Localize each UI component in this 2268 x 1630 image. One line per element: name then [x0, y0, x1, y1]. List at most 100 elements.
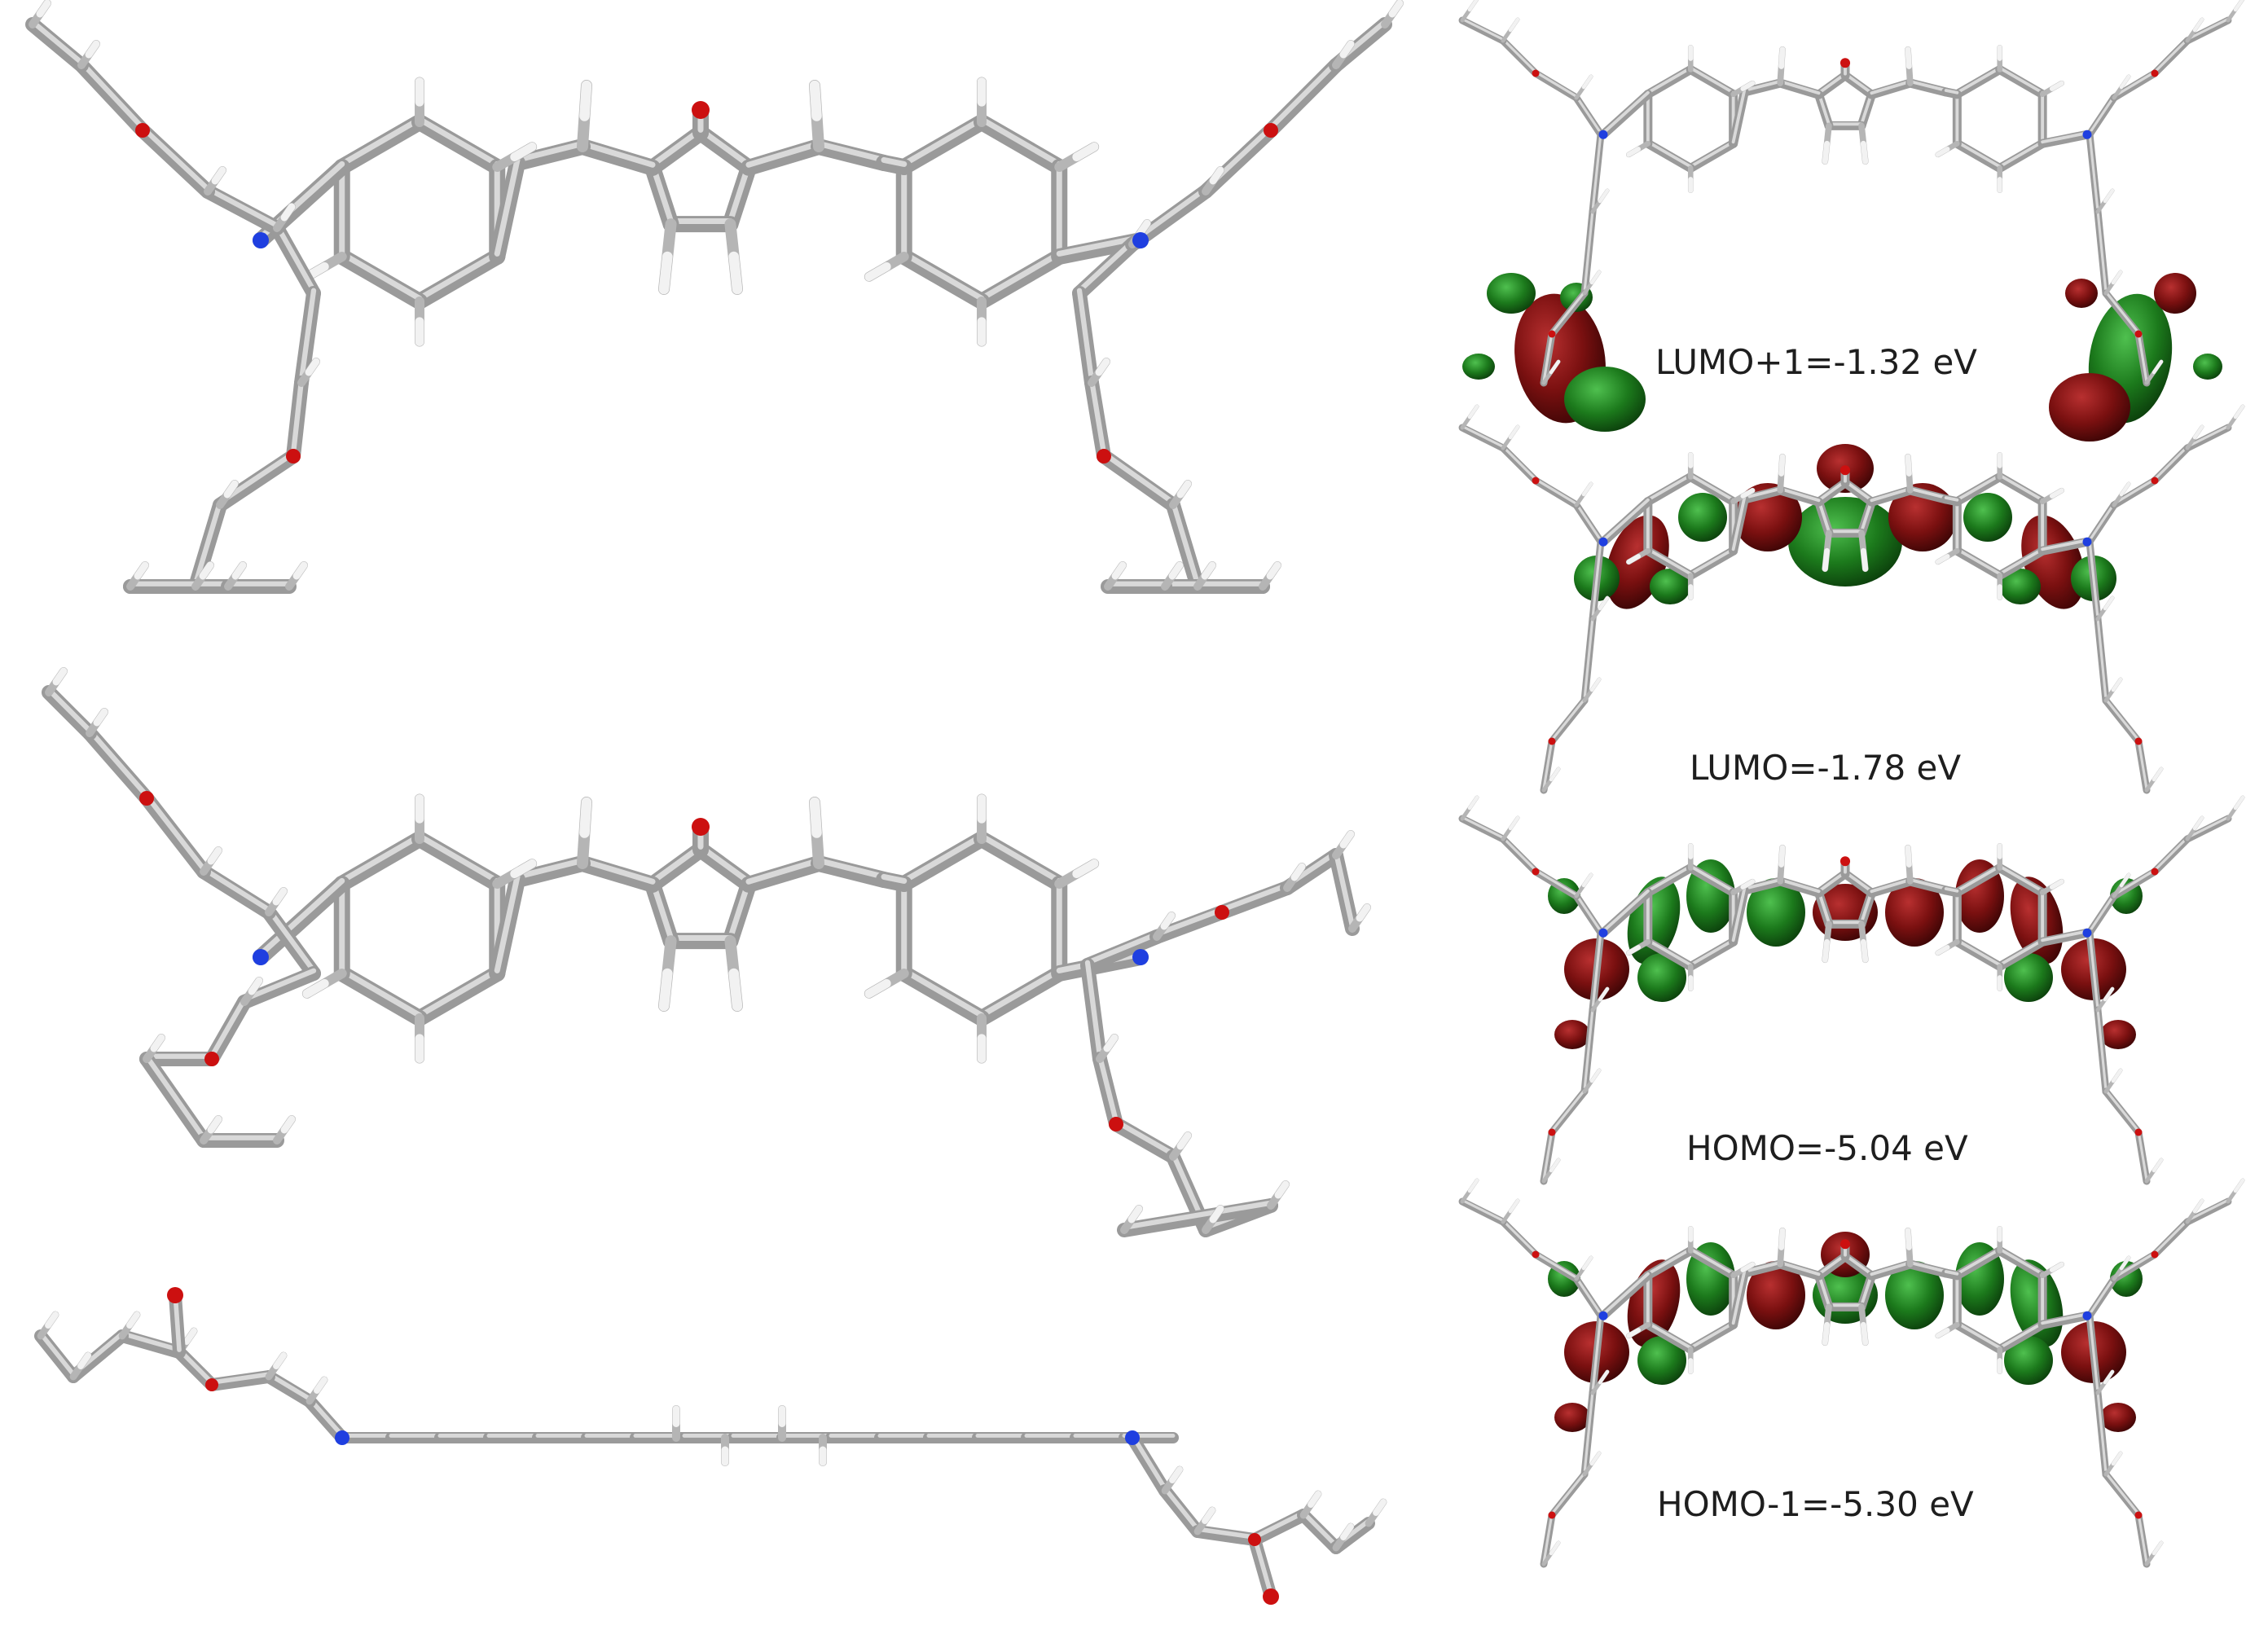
lumo-plus-1-lobe [1487, 273, 1536, 314]
mid-phenyl-bond-shine [416, 967, 500, 1018]
homo-minus-1-arm-lr-chain-h-tip [2103, 1369, 2115, 1385]
lumo-mol-cp-h-tip [1860, 547, 1869, 572]
lumo-plus-1-arm-ul-chain-bond-shine [1501, 37, 1537, 73]
top-right-lower-chain-bond-shine [1088, 377, 1107, 456]
top-right-upper-chain-bond-shine [1268, 59, 1339, 130]
side-left-chain-chain-h-tip [126, 1311, 140, 1329]
lumo-arm-ur-ester-oxygen [2151, 477, 2159, 485]
homo-minus-1-mol-cp-bond-shine [1817, 1253, 1847, 1276]
side-right-carbonyl-bond-shine [1252, 1535, 1273, 1597]
lumo-arm-lr-chain-h-tip [2152, 767, 2164, 782]
homo-mol-phenyl-h-tip [1935, 945, 1950, 956]
homo-arm-ul-chain-h-tip [1467, 795, 1479, 811]
lumo-plus-1-mol-carbonyl-oxygen [1839, 58, 1851, 68]
side-left-chain-chain-h-tip [314, 1377, 327, 1394]
side-right-chain-chain-bond-shine [1195, 1527, 1257, 1540]
lumo-plus-1-mol-phenyl-bond-shine [1646, 140, 1693, 169]
top-right-lower-chain-bond-shine [1101, 450, 1176, 505]
lumo-lobe [1678, 493, 1727, 542]
mid-phenyl-bond-shine [416, 833, 500, 884]
side-left-chain-chain-h-tip [77, 1352, 91, 1369]
lumo-plus-1-arm-lr-chain-bond-shine [2088, 131, 2099, 212]
lumo-plus-1-mol-phenyl-h-tip [1626, 147, 1642, 157]
homo-minus-1-mol-phenyl-h-tip [1740, 1262, 1756, 1272]
lumo-arm-ul-chain-bond-shine [1534, 477, 1578, 505]
homo-minus-1-mol-amine-bond-shine [1602, 1272, 1650, 1316]
homo-minus-1-arm-ur-chain-h-tip [2192, 1198, 2204, 1214]
mid-phenyl-h-tip [302, 978, 329, 999]
mid-vinyl-bond-shine [579, 857, 656, 885]
lumo-lobe [1788, 497, 1902, 587]
homo-minus-1-arm-ll-chain-bond-shine [1542, 1512, 1554, 1564]
lumo-plus-1-mol-phenyl-h-tip [1740, 81, 1756, 91]
top-phenyl-h-tip [510, 142, 537, 162]
top-right-lower-chain-h-tip [1201, 561, 1216, 580]
side-left-chain-chain-h-tip [273, 1352, 287, 1369]
mid-phenyl-h-tip [864, 978, 891, 999]
homo-mol-phenyl-bond-shine [1955, 864, 2002, 893]
homo-mol-phenyl-h-tip [1740, 879, 1756, 890]
homo-arm-ll-chain-h-tip [1549, 1158, 1561, 1173]
lumo-arm-ul-chain-h-tip [1508, 424, 1520, 440]
mid-vinyl-bond-shine [514, 857, 586, 880]
homo-minus-1-mol-amine-bond [2037, 1311, 2092, 1329]
top-vinyl-bond-shine [745, 140, 822, 168]
mid-left-lower-chain-h-tip [207, 1115, 222, 1134]
lumo-plus-1-lobe [1564, 367, 1646, 432]
lumo-plus-1-arm-ll-chain-bond-shine [1591, 131, 1602, 212]
homo-minus-1-mol-phenyl-h-tip [1935, 1328, 1950, 1338]
lumo-plus-1-lobe [2049, 373, 2130, 442]
mid-right-lower-chain-bond [1117, 1198, 1278, 1237]
top-phenyl-bond-shine [339, 116, 423, 167]
homo-minus-1-arm-ll-chain-h-tip [1598, 1369, 1610, 1385]
homo-minus-1-mol-amine-bond-shine [2041, 1312, 2089, 1325]
homo-minus-1-arm-lr-ester-oxygen [2134, 1511, 2143, 1519]
lumo-arm-ul-chain-bond-shine [1501, 445, 1537, 481]
homo-lobe [1955, 859, 2004, 933]
top-right-lower-chain-h-tip [1266, 561, 1281, 580]
lumo-mol-cp-bond-shine [1844, 479, 1874, 503]
lumo-arm-lr-chain-h-tip [2103, 595, 2115, 611]
lumo-arm-ur-chain-bond-shine [2088, 502, 2116, 542]
lumo-plus-1-mol-phenyl-bond-shine [1955, 140, 2002, 169]
homo-minus-1-lobe [1885, 1261, 1944, 1329]
homo-minus-1-lobe [1747, 1261, 1805, 1329]
lumo-mol-phenyl-bond-shine [1689, 473, 1735, 502]
lumo-plus-1-arm-ul-ester-oxygen [1532, 69, 1540, 77]
top-left-lower-chain-bond-shine [298, 288, 317, 383]
lumo-plus-1-mol-cp-bond-shine [1817, 72, 1847, 95]
lumo-arm-lr-ester-oxygen [2134, 737, 2143, 745]
homo-minus-1-mol-vinyl-h-tip [1905, 1228, 1912, 1250]
mid-left-upper-chain-bond-shine [86, 727, 150, 798]
mid-vinyl-bond-shine [745, 857, 822, 885]
homo-minus-1-arm-lr-chain-h-tip [2152, 1540, 2164, 1556]
top-right-lower-chain-h-tip [1176, 480, 1192, 499]
homo-mol-phenyl-bond-shine [1955, 938, 2002, 967]
lumo-arm-ur-chain-bond-shine [2112, 477, 2156, 505]
lumo-arm-ul-chain-bond-shine [1461, 424, 1505, 448]
lumo-arm-ur-chain-bond-shine [2153, 445, 2189, 481]
homo-minus-1-mol-phenyl-bond-shine [1998, 1247, 2045, 1276]
lumo-plus-1-mol-vinyl-h-tip [1905, 46, 1912, 69]
homo-mol-cp-h-tip [1860, 938, 1869, 963]
mid-left-upper-chain-h-tip [52, 667, 68, 686]
homo-arm-ur-chain-bond-shine [2112, 868, 2156, 896]
mid-left-upper-chain-bond-shine [143, 793, 207, 872]
homo-minus-1-mol-phenyl-bond-shine [1689, 1247, 1735, 1276]
lumo-mol-cp-h-tip [1822, 547, 1831, 572]
lumo-plus-1-mol-phenyl-bond-shine [1998, 66, 2045, 94]
top-left-upper-ester-oxygen [135, 123, 150, 138]
mid-left-upper-ester-oxygen [139, 791, 154, 806]
lumo-plus-1-mol-link-bond [1941, 87, 1962, 99]
top-vinyl-h-tip [809, 80, 822, 121]
lumo-plus-1-mol-amine-bond-shine [2041, 131, 2089, 144]
homo-lobe [1554, 1020, 1590, 1049]
homo-mol-carbonyl-oxygen [1839, 856, 1851, 867]
top-amine-nitrogen [253, 232, 269, 248]
homo-arm-ll-chain-bond-shine [1550, 1088, 1586, 1132]
homo-arm-ul-chain-bond-shine [1501, 836, 1537, 872]
homo-arm-lr-chain-bond-shine [2104, 1088, 2140, 1132]
lumo-mol-vinyl-h-tip [1905, 454, 1912, 477]
homo-minus-1-arm-ll-chain-h-tip [1589, 1451, 1602, 1466]
homo-arm-ul-chain-bond-shine [1461, 815, 1505, 839]
